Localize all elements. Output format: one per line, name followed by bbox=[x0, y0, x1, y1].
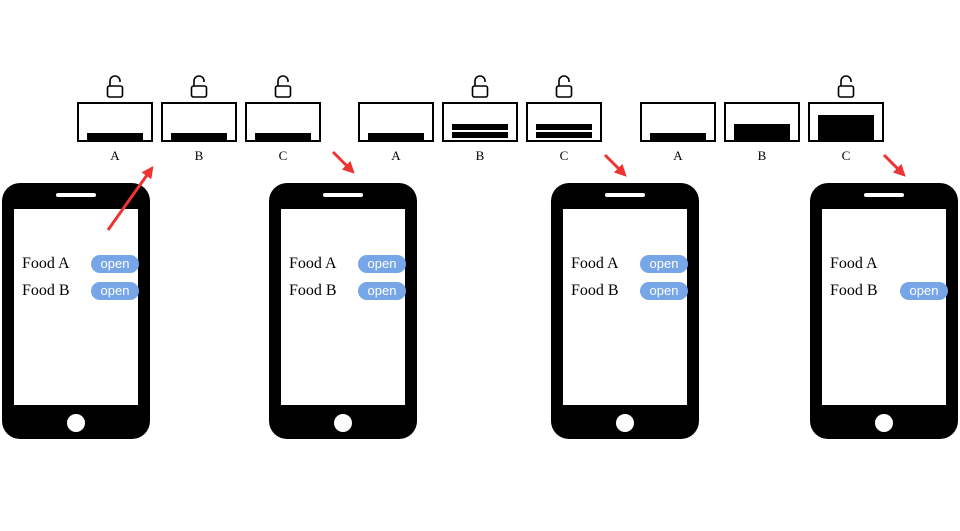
bin-label: C bbox=[559, 148, 569, 163]
food-name: Food B bbox=[22, 282, 70, 299]
bin-b bbox=[442, 102, 518, 142]
phone-speaker bbox=[864, 193, 904, 197]
open-padlock-icon bbox=[555, 75, 573, 98]
home-button[interactable] bbox=[616, 414, 634, 432]
bin-label: B bbox=[475, 148, 485, 163]
home-button[interactable] bbox=[875, 414, 893, 432]
food-name: Food B bbox=[830, 282, 878, 299]
food-name: Food A bbox=[571, 255, 619, 272]
bin-fill bbox=[650, 133, 706, 140]
bin-c bbox=[245, 102, 321, 142]
food-name: Food A bbox=[22, 255, 70, 272]
open-padlock-icon bbox=[471, 75, 489, 98]
food-list-item: Food A open bbox=[22, 253, 139, 275]
bin-a bbox=[77, 102, 153, 142]
food-list-item: Food A open bbox=[289, 253, 406, 275]
bin-a bbox=[640, 102, 716, 142]
arrow-to-phone-3 bbox=[603, 153, 627, 177]
open-button[interactable]: open bbox=[358, 282, 406, 300]
phone-speaker bbox=[323, 193, 363, 197]
bin-b bbox=[161, 102, 237, 142]
phone-speaker bbox=[605, 193, 645, 197]
bin-fill bbox=[255, 133, 311, 140]
food-list-item: Food B open bbox=[571, 280, 688, 302]
open-padlock-icon bbox=[274, 75, 292, 98]
bin-label: B bbox=[757, 148, 767, 163]
bin-fill bbox=[734, 124, 790, 140]
bin-fill bbox=[536, 124, 592, 140]
food-name: Food A bbox=[830, 255, 878, 272]
open-button[interactable]: open bbox=[91, 282, 139, 300]
open-button[interactable]: open bbox=[640, 255, 688, 273]
phone-screen: Food A Food B open bbox=[822, 209, 948, 405]
bin-c bbox=[526, 102, 602, 142]
food-name: Food B bbox=[289, 282, 337, 299]
open-padlock-icon bbox=[837, 75, 855, 98]
food-list-item: Food A open bbox=[571, 253, 688, 275]
food-list-item: Food B open bbox=[830, 280, 948, 302]
bin-label: B bbox=[194, 148, 204, 163]
open-button[interactable]: open bbox=[358, 255, 406, 273]
home-button[interactable] bbox=[334, 414, 352, 432]
open-button[interactable]: open bbox=[91, 255, 139, 273]
food-list-item: Food A bbox=[830, 253, 946, 275]
arrow-tap-open bbox=[106, 166, 154, 231]
home-button[interactable] bbox=[67, 414, 85, 432]
bin-label: C bbox=[278, 148, 288, 163]
arrow-to-phone-2 bbox=[331, 150, 355, 174]
bin-fill bbox=[87, 133, 143, 140]
food-name: Food A bbox=[289, 255, 337, 272]
food-name: Food B bbox=[571, 282, 619, 299]
arrow-to-phone-4 bbox=[882, 153, 906, 177]
food-list-item: Food B open bbox=[22, 280, 139, 302]
open-button[interactable]: open bbox=[900, 282, 948, 300]
bin-c bbox=[808, 102, 884, 142]
bin-label: A bbox=[673, 148, 683, 163]
open-padlock-icon bbox=[190, 75, 208, 98]
open-padlock-icon bbox=[106, 75, 124, 98]
bin-fill bbox=[452, 124, 508, 140]
bin-label: A bbox=[110, 148, 120, 163]
bin-label: A bbox=[391, 148, 401, 163]
food-list-item: Food B open bbox=[289, 280, 406, 302]
phone-4: Food A Food B open bbox=[810, 183, 958, 439]
bin-fill bbox=[368, 133, 424, 140]
bin-b bbox=[724, 102, 800, 142]
bin-a bbox=[358, 102, 434, 142]
open-button[interactable]: open bbox=[640, 282, 688, 300]
bin-label: C bbox=[841, 148, 851, 163]
phone-speaker bbox=[56, 193, 96, 197]
bin-fill bbox=[818, 115, 874, 140]
bin-fill bbox=[171, 133, 227, 140]
